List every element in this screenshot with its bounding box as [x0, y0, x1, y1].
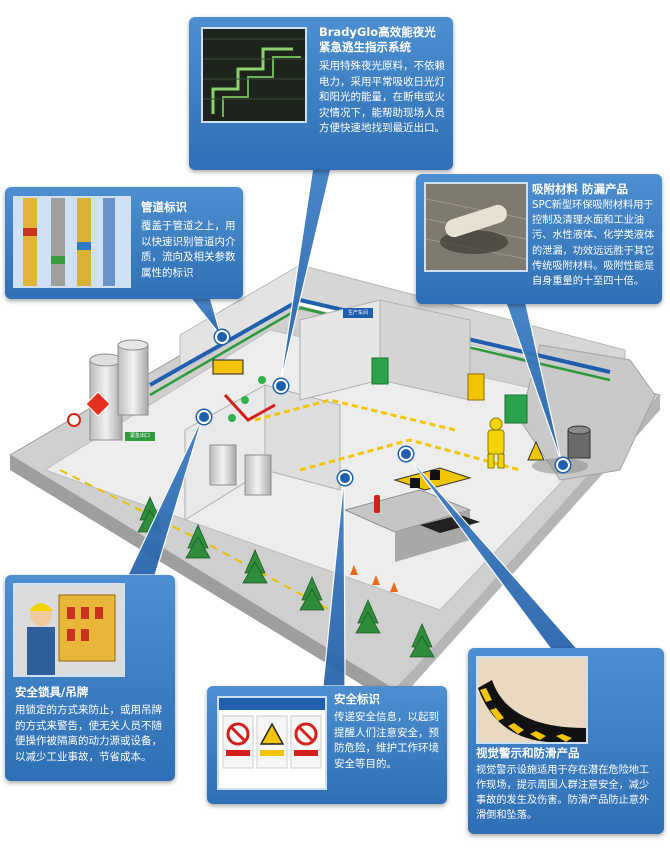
- callout-glow-system[interactable]: BradyGlo高效能夜光紧急逃生指示系统 采用特殊夜光原料，不依赖电力，采用平…: [189, 17, 453, 170]
- glow-title: BradyGlo高效能夜光紧急逃生指示系统: [319, 25, 436, 54]
- floor-tape-photo: [476, 656, 588, 744]
- lockout-title: 安全锁具/吊牌: [15, 685, 89, 699]
- glow-stair-photo: [201, 27, 307, 123]
- floor-marking-body: 视觉警示设施适用于存在潜在危险地工作现场，提示周围人群注意安全，减少事故的发生及…: [476, 765, 650, 821]
- callout-pointers: [127, 159, 582, 687]
- safety-signs-photo: [217, 696, 327, 790]
- pin-pipe-marker[interactable]: [215, 330, 229, 344]
- pipe-title: 管道标识: [141, 200, 187, 214]
- safety-signs-title: 安全标识: [334, 692, 380, 706]
- callout-absorbent[interactable]: 吸附材料 防漏产品 SPC新型环保吸附材料用于控制及清理水面和工业油污、水性液体…: [416, 174, 662, 304]
- glow-body: 采用特殊夜光原料，不依赖电力，采用平常吸收日光灯和阳光的能量，在断电或火灾情况下…: [319, 60, 445, 134]
- production-area-sign: 生产车间: [343, 308, 373, 318]
- pipe-photo: [13, 196, 131, 288]
- pin-absorbent[interactable]: [556, 458, 570, 472]
- pipe-body: 覆盖于管道之上，用以快速识别管道内介质，流向及相关参数属性的标识: [141, 220, 236, 279]
- callout-pipe-marker[interactable]: 管道标识 覆盖于管道之上，用以快速识别管道内介质，流向及相关参数属性的标识: [5, 187, 243, 299]
- pin-lockout[interactable]: [197, 410, 211, 424]
- lockout-body: 用锁定的方式来防止，或用吊牌的方式来警告，使无关人员不随便操作被隔离的动力源或设…: [15, 704, 162, 763]
- exit-sign: 紧急出口: [129, 433, 150, 439]
- pin-floor-marking[interactable]: [399, 447, 413, 461]
- callout-lockout[interactable]: 安全锁具/吊牌 用锁定的方式来防止，或用吊牌的方式来警告，使无关人员不随便操作被…: [5, 575, 175, 781]
- absorbent-photo: [424, 182, 528, 272]
- factory-floor-plan: [9, 264, 661, 705]
- lockout-photo: [13, 583, 125, 677]
- floor-marking-title: 视觉警示和防滑产品: [476, 746, 580, 760]
- absorbent-body: SPC新型环保吸附材料用于控制及清理水面和工业油污、水性液体、化学类液体的泄漏，…: [532, 200, 655, 288]
- callout-safety-signs[interactable]: 安全标识 传递安全信息，以起到提醒人们注意安全，预防危险，维护工作环境安全等目的…: [207, 686, 447, 804]
- callout-floor-marking[interactable]: 视觉警示和防滑产品 视觉警示设施适用于存在潜在危险地工作现场，提示周围人群注意安…: [468, 648, 664, 834]
- pin-glow-system[interactable]: [274, 379, 288, 393]
- pin-safety-signs[interactable]: [338, 471, 352, 485]
- safety-signs-body: 传递安全信息，以起到提醒人们注意安全，预防危险，维护工作环境安全等目的。: [334, 711, 439, 770]
- absorbent-title: 吸附材料 防漏产品: [532, 182, 629, 196]
